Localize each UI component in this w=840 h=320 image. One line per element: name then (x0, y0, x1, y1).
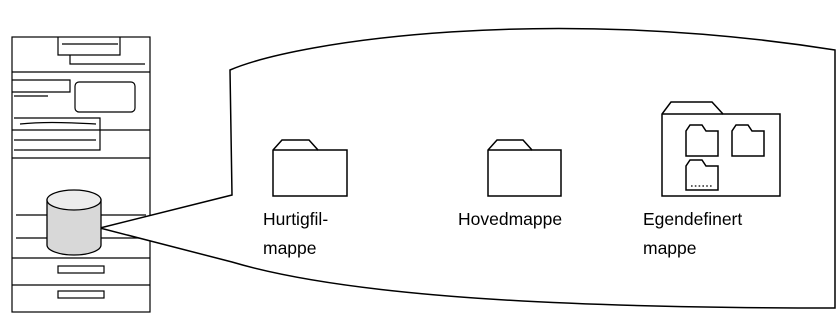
drawer-handle-2 (57, 290, 105, 299)
quick-file-folder-label-line1: Hurtigfil- (263, 209, 329, 229)
sub-folder-icon-1 (685, 124, 719, 157)
sub-folder-icon-3 (685, 159, 719, 191)
custom-folder-icon (661, 101, 781, 197)
quick-file-folder-label-line2: mappe (263, 238, 317, 258)
control-panel (74, 81, 136, 113)
main-folder-label: Hovedmappe (458, 209, 563, 229)
quick-file-folder-icon (272, 139, 348, 197)
custom-folder-label-line2: mappe (643, 238, 697, 258)
storage-cylinder (46, 189, 102, 256)
custom-folder-label-line1: Egendefinert (643, 209, 743, 229)
printer-illustration (11, 36, 151, 313)
drawer-handle-1 (57, 265, 105, 274)
printer-body (11, 36, 151, 313)
speech-bubble (99, 27, 836, 309)
sub-folder-icon-2 (731, 124, 765, 157)
main-folder-icon (487, 139, 562, 197)
